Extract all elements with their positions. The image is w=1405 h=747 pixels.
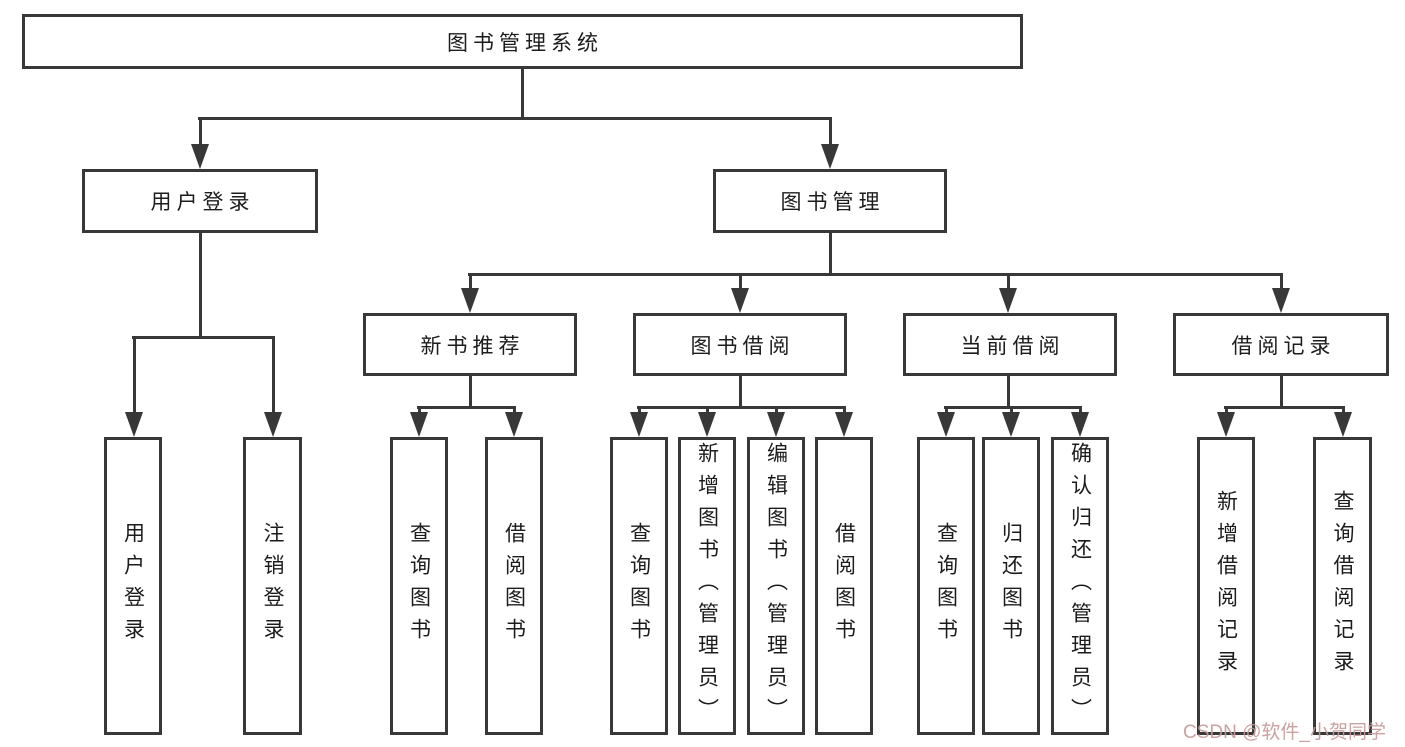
edge-group0-stub xyxy=(468,376,472,406)
node-user-login-label: 用户登录 xyxy=(150,191,255,214)
edge-user-login-bar xyxy=(132,336,275,339)
node-book-borrow: 图书借阅 xyxy=(633,313,847,376)
node-book-management: 图书管理 xyxy=(713,169,947,233)
node-book-borrow-label: 图书借阅 xyxy=(690,334,795,358)
arrow-down-icon xyxy=(767,406,785,437)
node-borrow-record: 借阅记录 xyxy=(1173,313,1389,376)
node-root-label: 图书管理系统 xyxy=(447,31,603,55)
edge-group3-stub xyxy=(1279,376,1283,406)
leaf-bb-query-books: 查询图书 xyxy=(610,437,668,735)
leaf-logout-label: 注销登录 xyxy=(261,522,284,650)
node-current-borrow: 当前借阅 xyxy=(903,313,1117,376)
edge-book-mgmt-stub xyxy=(828,233,832,273)
leaf-bb-borrow-books: 借阅图书 xyxy=(815,437,873,735)
arrow-down-icon xyxy=(698,406,716,437)
edge-level2-bar xyxy=(468,273,1282,276)
leaf-cb-query-books: 查询图书 xyxy=(917,437,975,735)
arrow-down-icon xyxy=(1002,406,1020,437)
leaf-cb-return-books: 归还图书 xyxy=(982,437,1040,735)
leaf-cb-confirm-return-admin-label: 确认归还（管理员） xyxy=(1068,442,1092,730)
leaf-nbr-query-books-label: 查询图书 xyxy=(407,522,431,650)
arrow-down-icon xyxy=(1272,273,1290,313)
leaf-cb-query-books-label: 查询图书 xyxy=(934,522,958,650)
leaf-bb-query-books-label: 查询图书 xyxy=(627,522,651,650)
edge-root-stub xyxy=(521,69,524,117)
arrow-down-icon xyxy=(821,117,839,169)
leaf-bb-add-books-admin: 新增图书（管理员） xyxy=(678,437,736,735)
leaf-br-query-borrow-record: 查询借阅记录 xyxy=(1313,437,1372,735)
arrow-down-icon xyxy=(1071,406,1089,437)
edge-level1-bar xyxy=(198,117,831,120)
leaf-nbr-borrow-books: 借阅图书 xyxy=(485,437,543,735)
node-user-login: 用户登录 xyxy=(82,169,318,233)
leaf-user-login-label: 用户登录 xyxy=(121,522,145,650)
node-current-borrow-label: 当前借阅 xyxy=(960,334,1065,358)
edge-user-login-stub xyxy=(198,233,202,336)
leaf-logout: 注销登录 xyxy=(243,437,302,735)
arrow-down-icon xyxy=(835,406,853,437)
arrow-down-icon xyxy=(1334,406,1352,437)
arrow-down-icon xyxy=(731,273,749,313)
node-book-management-label: 图书管理 xyxy=(780,191,885,214)
leaf-nbr-query-books: 查询图书 xyxy=(390,437,448,735)
leaf-bb-edit-books-admin: 编辑图书（管理员） xyxy=(747,437,805,735)
node-new-book-recommend: 新书推荐 xyxy=(363,313,577,376)
leaf-user-login: 用户登录 xyxy=(104,437,162,735)
leaf-br-add-borrow-record-label: 新增借阅记录 xyxy=(1214,490,1238,682)
leaf-nbr-borrow-books-label: 借阅图书 xyxy=(502,522,526,650)
leaf-br-query-borrow-record-label: 查询借阅记录 xyxy=(1331,490,1354,682)
edge-group3-bar xyxy=(1224,406,1344,409)
arrow-down-icon xyxy=(937,406,955,437)
node-borrow-record-label: 借阅记录 xyxy=(1231,334,1336,358)
arrow-down-icon xyxy=(125,336,143,437)
leaf-bb-borrow-books-label: 借阅图书 xyxy=(832,522,856,650)
edge-group1-stub xyxy=(738,376,742,406)
leaf-bb-add-books-admin-label: 新增图书（管理员） xyxy=(695,442,719,730)
leaf-cb-return-books-label: 归还图书 xyxy=(999,522,1023,650)
edge-group2-stub xyxy=(1006,376,1010,406)
node-root: 图书管理系统 xyxy=(22,14,1023,69)
leaf-bb-edit-books-admin-label: 编辑图书（管理员） xyxy=(764,442,788,730)
arrow-down-icon xyxy=(505,406,523,437)
edge-group0-bar xyxy=(417,406,516,409)
arrow-down-icon xyxy=(264,336,282,437)
edge-group2-bar xyxy=(944,406,1082,409)
arrow-down-icon xyxy=(999,273,1017,313)
arrow-down-icon xyxy=(630,406,648,437)
edge-group1-bar xyxy=(637,406,846,409)
arrow-down-icon xyxy=(410,406,428,437)
leaf-cb-confirm-return-admin: 确认归还（管理员） xyxy=(1051,437,1109,735)
arrow-down-icon xyxy=(1217,406,1235,437)
node-new-book-recommend-label: 新书推荐 xyxy=(420,334,525,358)
arrow-down-icon xyxy=(191,117,209,169)
arrow-down-icon xyxy=(461,273,479,313)
leaf-br-add-borrow-record: 新增借阅记录 xyxy=(1197,437,1255,735)
csdn-watermark: CSDN @软件_小贺同学 xyxy=(1183,722,1386,743)
